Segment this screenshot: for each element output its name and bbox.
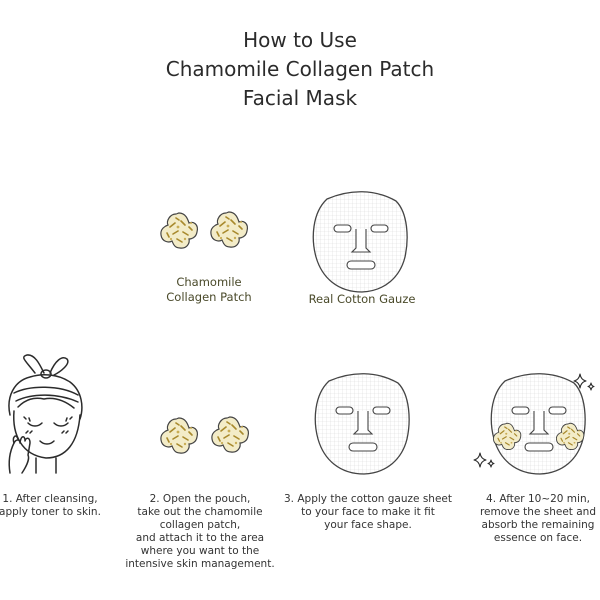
patch-label: Chamomile Collagen Patch [150,275,268,305]
caption-line: take out the chamomile [137,506,263,518]
gauze-label: Real Cotton Gauze [308,292,416,306]
patch-label-line-2: Collagen Patch [166,290,252,304]
caption-line: remove the sheet and [479,506,597,518]
page-title: How to Use Chamomile Collagen Patch Faci… [0,26,600,113]
step-2-patch-illustration [160,416,250,454]
caption-line: 1. After cleansing, [2,493,98,505]
caption-line: to your face to make it fit [301,506,435,518]
sparkle-icon [473,373,595,468]
title-line-2: Chamomile Collagen Patch [165,57,435,81]
patch-label-line-1: Chamomile [176,275,242,289]
step-4-mask-with-patches-illustration [473,373,595,475]
caption-line: apply toner to skin. [0,506,101,518]
step-3-caption: 3. Apply the cotton gauze sheet to your … [283,493,453,532]
caption-line: 2. Open the pouch, [149,493,251,505]
step-1-caption: 1. After cleansing, apply toner to skin. [0,493,102,519]
gauze-mask-illustration [312,191,408,293]
girl-applying-toner-illustration [8,354,83,474]
caption-line: 4. After 10~20 min, [486,493,590,505]
step-4-caption: 4. After 10~20 min, remove the sheet and… [478,493,598,545]
caption-line: intensive skin management. [125,558,275,570]
title-line-3: Facial Mask [242,86,358,110]
caption-line: essence on face. [493,532,583,544]
caption-line: your face shape. [324,519,412,531]
caption-line: 3. Apply the cotton gauze sheet [284,493,452,505]
title-line-1: How to Use [243,28,357,52]
caption-line: and attach it to the area [135,532,265,544]
collagen-patch-pair-illustration [160,211,249,249]
caption-line: absorb the remaining [481,519,595,531]
caption-line: where you want to the [140,545,260,557]
step-2-caption: 2. Open the pouch, take out the chamomil… [125,493,275,571]
step-3-mask-illustration [314,373,410,475]
caption-line: collagen patch, [159,519,241,531]
